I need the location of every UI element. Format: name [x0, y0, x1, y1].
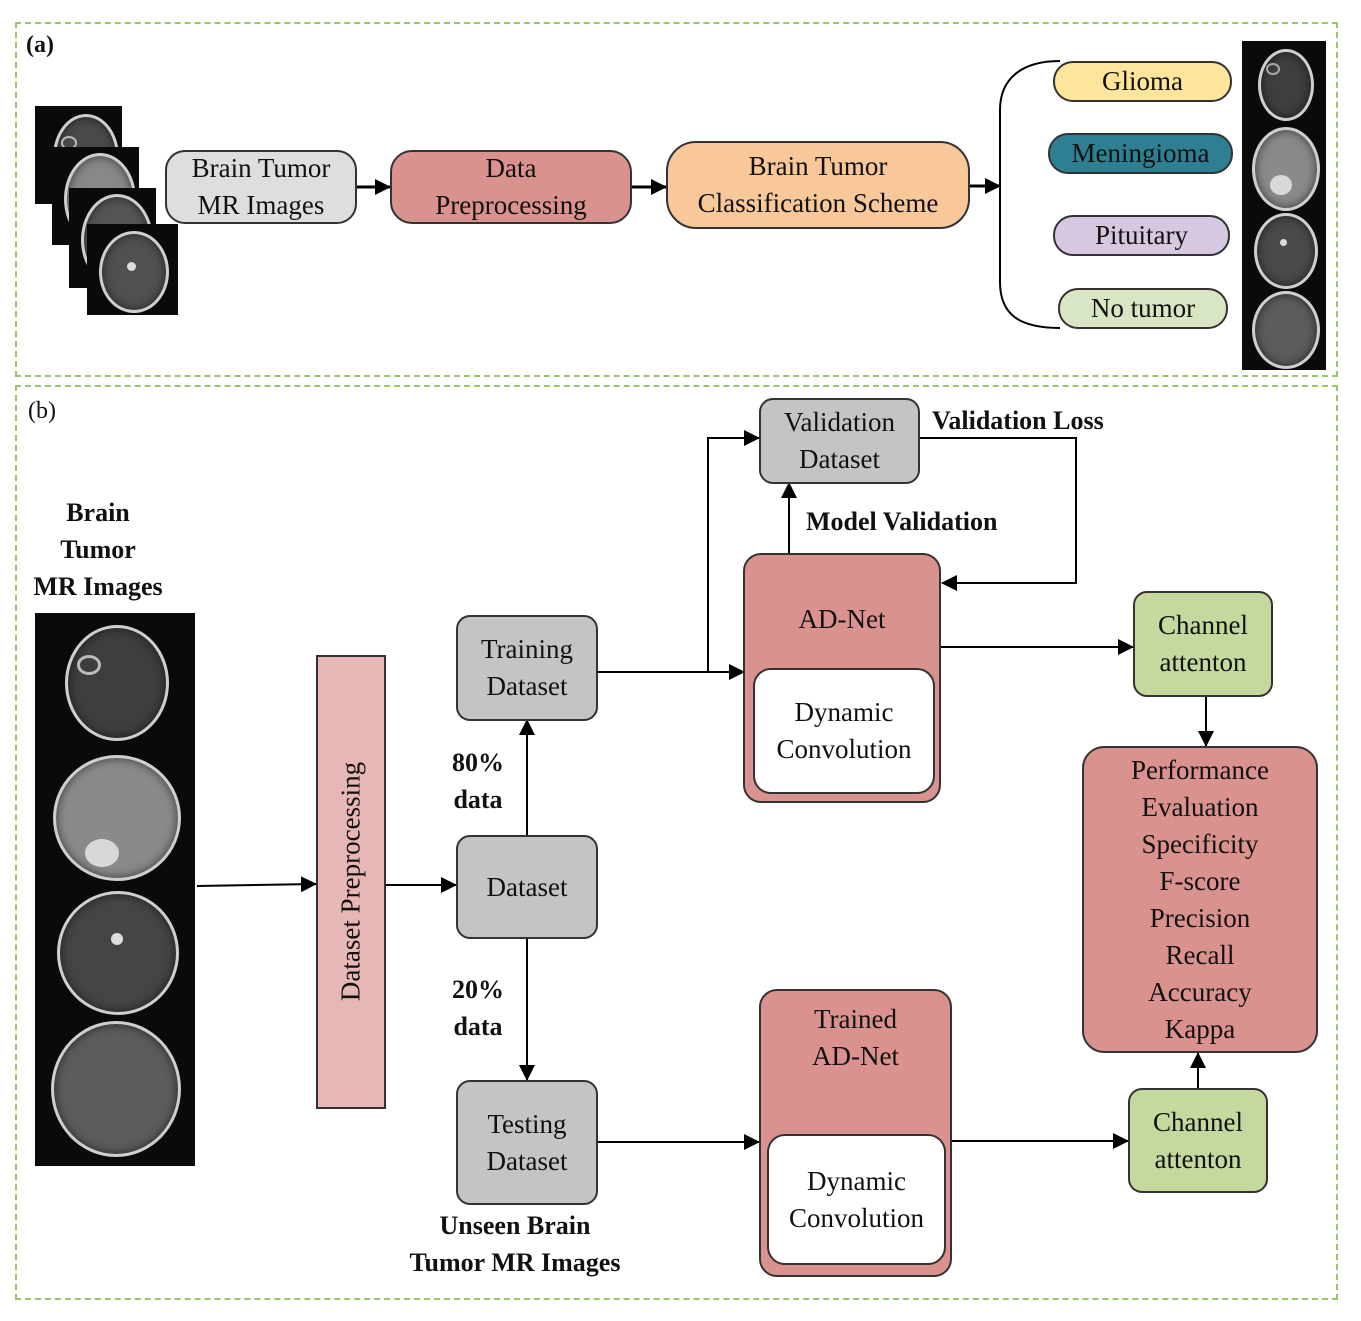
dataset-preprocessing-label: Dataset Preprocessing — [335, 761, 366, 1002]
brain-tumor-mr-images-label: Brain Tumor MR Images — [191, 153, 331, 220]
performance-evaluation-title: Performance Evaluation — [1131, 755, 1269, 822]
metric-specificity: Specificity — [1141, 829, 1259, 859]
mri-glioma — [1258, 49, 1314, 121]
trained-adnet-label: Trained AD-Net — [812, 1004, 899, 1071]
class-no-tumor: No tumor — [1058, 288, 1228, 329]
class-pituitary: Pituitary — [1053, 215, 1230, 256]
panel-b — [15, 385, 1338, 1300]
panel-a-label: (a) — [26, 32, 54, 58]
dataset-label: Dataset — [486, 871, 568, 902]
metric-recall: Recall — [1165, 940, 1235, 970]
data-preprocessing-box: Data Preprocessing — [390, 150, 632, 224]
metric-kappa: Kappa — [1164, 1014, 1236, 1044]
classification-scheme-label: Brain Tumor Classification Scheme — [697, 151, 939, 218]
mri-input-glioma — [65, 625, 169, 741]
channel-attention-top-label: Channel attenton — [1158, 610, 1248, 677]
channel-attention-bottom-label: Channel attenton — [1153, 1106, 1243, 1174]
mri-no-tumor — [1252, 291, 1320, 369]
training-dataset-box: Training Dataset — [456, 615, 598, 721]
class-no-tumor-label: No tumor — [1090, 293, 1196, 323]
metric-precision: Precision — [1149, 903, 1251, 933]
adnet-label: AD-Net — [798, 604, 886, 634]
validation-dataset-label: Validation Dataset — [784, 407, 895, 474]
mri-input-meningioma — [53, 755, 181, 881]
classification-scheme-box: Brain Tumor Classification Scheme — [666, 141, 970, 229]
model-validation-label: Model Validation — [806, 507, 998, 536]
dataset-box: Dataset — [456, 835, 598, 939]
trained-dynamic-convolution-box: Dynamic Convolution — [767, 1134, 946, 1265]
unseen-images-label: Unseen Brain Tumor MR Images — [409, 1211, 621, 1277]
mri-meningioma — [1252, 127, 1320, 211]
split-test-label: 20% data — [452, 975, 504, 1041]
testing-dataset-box: Testing Dataset — [456, 1080, 598, 1205]
mri-input-pituitary — [57, 891, 179, 1015]
channel-attention-bottom-box: Channel attenton — [1128, 1088, 1268, 1193]
trained-dynamic-convolution-label: Dynamic Convolution — [788, 1165, 924, 1233]
split-train-label: 80% data — [452, 748, 504, 814]
brain-tumor-mr-images-box: Brain Tumor MR Images — [165, 150, 357, 224]
input-mri-column — [35, 613, 195, 1166]
class-glioma-label: Glioma — [1102, 66, 1183, 96]
class-mri-column — [1242, 41, 1326, 370]
mri-pituitary — [1254, 213, 1318, 289]
validation-loss-label: Validation Loss — [932, 406, 1104, 435]
dynamic-convolution-box: Dynamic Convolution — [753, 668, 935, 794]
class-meningioma: Meningioma — [1048, 133, 1233, 174]
mri-input-no-tumor — [51, 1021, 181, 1157]
class-pituitary-label: Pituitary — [1095, 220, 1188, 250]
panel-a — [15, 22, 1338, 377]
testing-dataset-label: Testing Dataset — [486, 1108, 568, 1176]
panel-b-label: (b) — [28, 398, 56, 424]
class-meningioma-label: Meningioma — [1071, 138, 1210, 168]
input-images-title: Brain Tumor MR Images — [33, 498, 163, 601]
channel-attention-top-box: Channel attenton — [1133, 591, 1273, 697]
validation-dataset-box: Validation Dataset — [759, 398, 920, 484]
data-preprocessing-label: Data Preprocessing — [435, 153, 587, 220]
dynamic-convolution-label: Dynamic Convolution — [776, 697, 912, 764]
metric-accuracy: Accuracy — [1148, 977, 1252, 1007]
class-glioma: Glioma — [1053, 61, 1232, 102]
mri-stack-image-4 — [87, 224, 178, 315]
performance-evaluation-box: Performance Evaluation Specificity F-sco… — [1082, 746, 1318, 1053]
dataset-preprocessing-box — [316, 655, 386, 1109]
metric-f-score: F-score — [1159, 866, 1241, 896]
training-dataset-label: Training Dataset — [480, 634, 574, 701]
